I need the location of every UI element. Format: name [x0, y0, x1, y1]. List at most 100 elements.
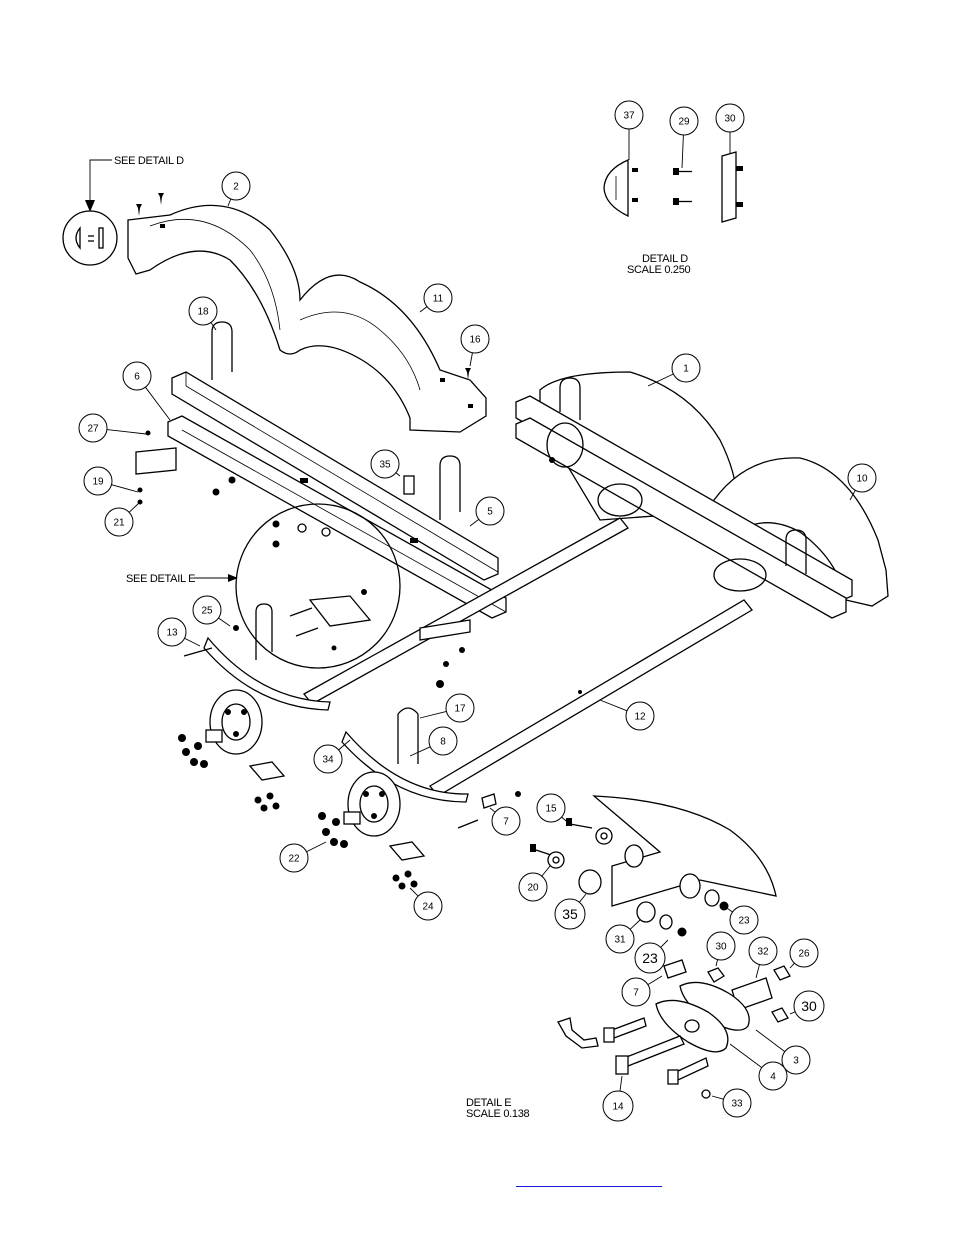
callout-number: 4 [770, 1072, 776, 1083]
u-bolt-part-18 [211, 321, 233, 380]
leaf-spring-front [203, 636, 331, 711]
detail-d-title: DETAIL D [642, 253, 688, 265]
callout-circle [536, 793, 566, 823]
callout-circle [428, 726, 458, 756]
callout-number: 31 [614, 935, 626, 946]
callout-number: 20 [527, 883, 539, 894]
callout-circle [83, 466, 113, 496]
callout-circle [122, 361, 152, 391]
callout-number: 30 [715, 942, 727, 953]
callout-circle [614, 100, 644, 130]
callout-leader-line [647, 373, 674, 387]
callout-number: 16 [469, 335, 481, 346]
plate-nuts-group [254, 792, 418, 890]
callout-bubble: 14 [602, 1075, 634, 1122]
callout-leader-line [469, 519, 480, 527]
callout-bubble: 2 [221, 171, 251, 207]
callout-circle [413, 891, 443, 921]
lug-nuts-group [178, 734, 348, 848]
callout-circle [445, 693, 475, 723]
callout-circle [157, 617, 187, 647]
see-detail-d-group: SEE DETAIL D [62, 155, 184, 266]
callout-leader-line [210, 322, 217, 331]
callout-bubble: 30 [715, 103, 745, 154]
callout-circle [625, 701, 655, 731]
callout-leader-line [106, 429, 147, 435]
callout-circle [706, 931, 736, 961]
callout-number: 32 [757, 947, 769, 958]
callout-leader-line [729, 1043, 763, 1069]
detail-d-scale: SCALE 0.250 [627, 264, 691, 276]
callout-number: 15 [545, 804, 557, 815]
callout-circle [460, 324, 490, 354]
callout-circle [423, 283, 453, 313]
callout-bubble: 34 [313, 739, 351, 774]
callout-bubble: 29 [669, 106, 699, 169]
clip-part-detail-e [557, 1017, 599, 1049]
footer-link[interactable] [516, 1172, 662, 1187]
callout-number: 10 [856, 474, 868, 485]
bolt-part-29-upper [673, 168, 692, 175]
callout-number: 11 [433, 294, 444, 305]
callout-circle [78, 413, 108, 443]
callout-bubble: 22 [279, 841, 327, 873]
callout-number: 35 [562, 906, 578, 922]
callout-leader-line [227, 198, 232, 207]
callout-leader-line [619, 1075, 623, 1092]
callout-number: 12 [634, 712, 646, 723]
callout-circle [793, 990, 825, 1022]
callout-number: 13 [166, 628, 178, 639]
callout-bubble: 21 [104, 501, 141, 537]
callout-circle [475, 496, 505, 526]
callout-leader-line [755, 1029, 786, 1052]
callout-number: 30 [801, 998, 817, 1014]
callout-number: 2 [233, 182, 239, 193]
callout-number: 7 [503, 817, 509, 828]
callout-bubble: 18 [188, 296, 218, 331]
callout-bubble: 20 [518, 865, 551, 902]
callout-bubble: 6 [122, 361, 171, 421]
callout-number: 24 [422, 902, 434, 913]
bushing-part-7-small [481, 793, 497, 809]
callout-number: 19 [92, 477, 104, 488]
callout-leader-line [579, 893, 587, 903]
callout-number: 21 [113, 518, 125, 529]
callout-circle [634, 942, 666, 974]
callout-leader-line [184, 637, 201, 647]
callout-number: 17 [454, 704, 466, 715]
see-detail-e-group: SEE DETAIL E [126, 503, 401, 669]
bolt-part-29-lower [673, 198, 692, 205]
callout-circle [192, 595, 222, 625]
callout-leader-line [145, 386, 171, 421]
callout-number: 6 [134, 372, 140, 383]
callout-circle [671, 353, 701, 383]
callout-bubble: 24 [409, 887, 443, 921]
callout-circle [104, 507, 134, 537]
callout-bubble: 12 [599, 699, 655, 731]
callout-leader-line [306, 841, 327, 853]
callout-number: 23 [642, 950, 658, 966]
callout-circle [715, 103, 745, 133]
fender-left-part-2 [127, 193, 487, 433]
callout-number: 18 [197, 307, 209, 318]
callout-number: 14 [612, 1102, 624, 1113]
callout-number: 29 [678, 117, 690, 128]
mount-bracket-part-30 [721, 151, 743, 223]
callout-leader-line [711, 1095, 724, 1100]
callout-number: 25 [201, 606, 213, 617]
callout-bubble: 23 [634, 939, 669, 974]
callout-bubble: 15 [536, 793, 573, 827]
axle-tube-part-12 [303, 517, 753, 797]
callout-leader-line [789, 962, 795, 969]
see-detail-e-label: SEE DETAIL E [126, 573, 195, 585]
bolt-part-16 [465, 368, 471, 380]
callout-leader-line [218, 617, 231, 627]
callout-number: 27 [87, 424, 99, 435]
callout-circle [518, 872, 548, 902]
nut-part-30-lower [771, 1007, 789, 1023]
see-detail-d-label: SEE DETAIL D [114, 155, 184, 167]
callout-leader-line [409, 887, 419, 897]
callout-circle [554, 898, 586, 930]
callout-leader-line [395, 472, 401, 477]
